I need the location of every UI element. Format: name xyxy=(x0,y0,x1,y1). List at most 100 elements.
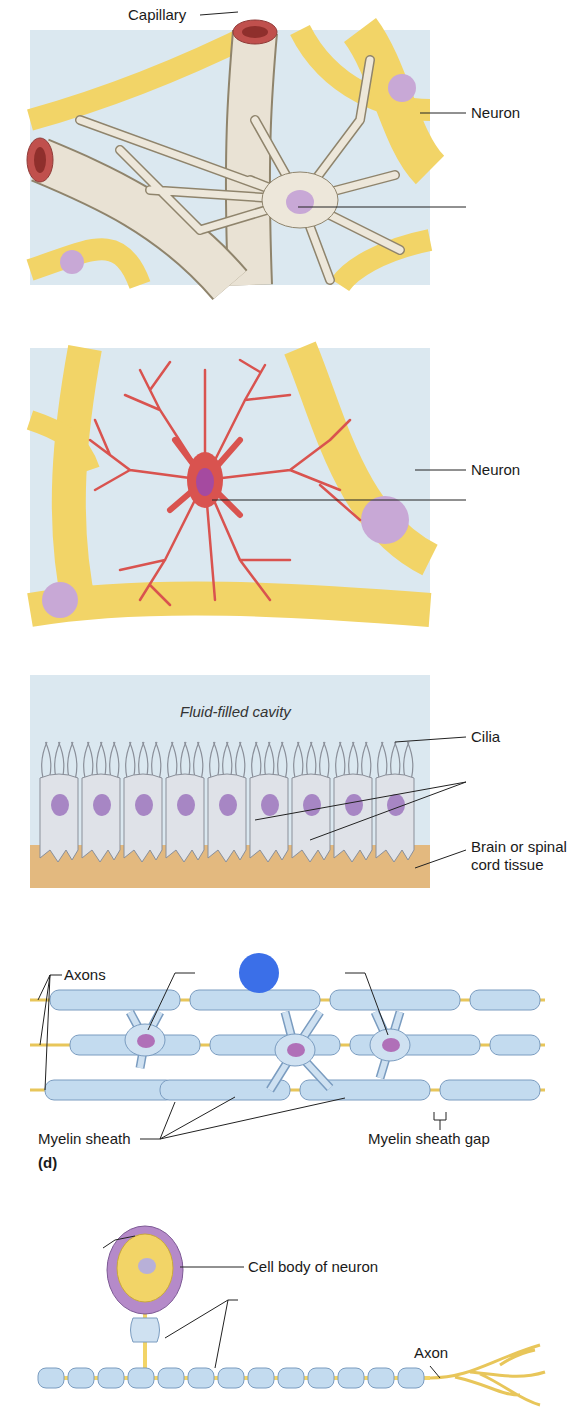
cilia-group xyxy=(269,742,274,778)
cilia-group xyxy=(382,742,387,778)
cilia-group xyxy=(114,742,119,778)
microglia-panel xyxy=(196,468,214,496)
myelin-rows xyxy=(45,1080,175,1100)
astrocyte-panel xyxy=(248,32,255,285)
schwann-panel xyxy=(165,1300,238,1368)
cilia-group xyxy=(395,742,400,778)
oligodendrocyte-panel xyxy=(382,1038,400,1052)
cilia-group xyxy=(198,742,203,778)
oligodendrocyte-panel xyxy=(140,1097,345,1139)
schwann-cells xyxy=(248,1368,274,1388)
schwann-panel xyxy=(38,1226,545,1405)
schwann-cells xyxy=(158,1368,184,1388)
cilia-group xyxy=(240,742,245,778)
microglia-panel xyxy=(212,500,466,501)
region-label: Fluid-filled cavity xyxy=(180,703,291,721)
cilia-group xyxy=(101,742,106,778)
cilia-group xyxy=(156,742,161,778)
microglia-panel xyxy=(42,582,78,618)
schwann-panel xyxy=(180,1267,244,1268)
ependymal-panel xyxy=(310,782,466,840)
myelin-rows xyxy=(440,1080,540,1100)
schwann-cells xyxy=(218,1368,244,1388)
ependymal-cells xyxy=(261,794,279,816)
astrocyte-panel xyxy=(286,190,314,214)
cilia-group xyxy=(282,742,287,778)
schwann-panel xyxy=(430,1366,440,1378)
schwann-cells xyxy=(398,1368,424,1388)
oligodendrocyte-panel xyxy=(30,953,545,1139)
part-label: Cell body of neuron xyxy=(248,1258,378,1276)
oligodendrocyte-panel xyxy=(38,975,62,1090)
microglia-panel xyxy=(361,496,409,544)
ependymal-cells xyxy=(250,774,288,862)
microglia-panel xyxy=(90,360,360,605)
ependymal-cells xyxy=(303,794,321,816)
ependymal-cells xyxy=(166,774,204,862)
cilia-group xyxy=(68,742,73,778)
schwann-cells xyxy=(278,1368,304,1388)
oligodendrocyte-panel xyxy=(434,1112,446,1130)
astrocyte-panel xyxy=(40,160,230,285)
cilia-group xyxy=(408,742,413,778)
astrocyte-panel xyxy=(40,160,230,285)
ependymal-panel xyxy=(30,675,430,888)
part-label: Brain or spinal cord tissue xyxy=(471,838,567,874)
cilia-group xyxy=(404,742,409,778)
schwann-panel xyxy=(131,1318,160,1342)
cilia-group xyxy=(223,742,228,778)
cilia-group xyxy=(340,742,345,778)
ependymal-panel xyxy=(395,737,466,742)
myelin-rows xyxy=(50,990,180,1010)
cilia-group xyxy=(252,742,257,778)
astrocyte-panel xyxy=(60,250,84,274)
ependymal-cells xyxy=(124,774,162,862)
ependymal-panel xyxy=(415,850,466,868)
cilia-group xyxy=(294,742,299,778)
cilia-group xyxy=(46,742,51,778)
part-label: Neuron xyxy=(471,104,520,122)
astrocyte-panel xyxy=(420,113,466,114)
astrocyte-panel xyxy=(30,30,430,285)
cilia-group xyxy=(97,742,102,778)
oligodendrocyte-panel xyxy=(287,1043,305,1057)
cilia-group xyxy=(139,742,144,778)
ependymal-cells xyxy=(208,774,246,862)
cilia-group xyxy=(236,742,241,778)
cilia-group xyxy=(143,742,148,778)
cilia-group xyxy=(265,742,270,778)
astrocyte-panel xyxy=(388,74,416,102)
ependymal-cells xyxy=(40,774,414,862)
microglia-panel xyxy=(30,348,430,610)
cilia-group xyxy=(391,742,396,778)
cilia-group xyxy=(72,742,77,778)
schwann-cells xyxy=(38,1368,64,1388)
microglia-panel xyxy=(30,420,90,470)
schwann-cells xyxy=(98,1368,124,1388)
cilia-group xyxy=(349,742,354,778)
cilia-group xyxy=(366,742,371,778)
cilia-group xyxy=(307,742,312,778)
astrocyte-panel xyxy=(298,207,466,208)
microglia-panel xyxy=(415,470,466,471)
astrocyte-panel xyxy=(27,138,53,182)
myelin-rows xyxy=(30,990,545,1100)
panel-letter: (d) xyxy=(38,1154,57,1172)
ependymal-cells xyxy=(51,794,69,816)
cilia-group xyxy=(55,742,60,778)
part-label: Neuron xyxy=(471,461,520,479)
cilia-group xyxy=(168,742,173,778)
cilia-group xyxy=(152,742,157,778)
astrocyte-panel xyxy=(360,30,430,170)
cilia-group xyxy=(311,742,316,778)
astrocyte-panel xyxy=(200,12,238,15)
cilia-group xyxy=(84,742,89,778)
myelin-rows xyxy=(190,990,320,1010)
microglia-panel xyxy=(170,440,240,515)
cilia-group xyxy=(256,742,261,778)
oligodendrocyte-panel xyxy=(370,1029,410,1061)
schwann-panel xyxy=(40,1300,430,1378)
cilia-group xyxy=(227,742,232,778)
cilia-group xyxy=(42,742,413,778)
